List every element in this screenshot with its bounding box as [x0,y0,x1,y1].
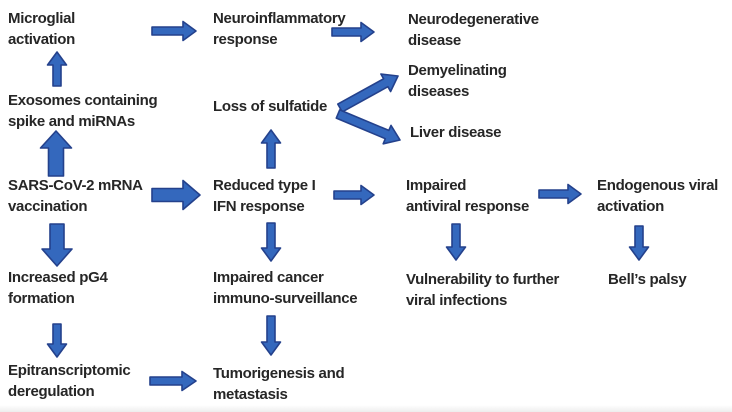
node-epitranscriptomic-deregulation: Epitranscriptomic deregulation [8,362,131,400]
node-demyelinating-diseases: Demyelinating diseases [408,62,507,100]
arrow-epitranscriptomic-to-tumorigenesis-icon [149,370,197,392]
node-microglial-activation: Microglial activation [8,10,76,48]
arrow-reduced-to-impaired-icon [333,184,375,206]
node-vulnerability-viral-infections: Vulnerability to further viral infection… [406,271,560,309]
node-reduced-type-i-ifn-response: Reduced type I IFN response [213,177,316,215]
node-loss-of-sulfatide: Loss of sulfatide [213,98,328,115]
node-neuroinflammatory-response: Neuroinflammatory response [213,10,346,48]
arrow-impaired-to-endogenous-icon [538,183,582,205]
arrow-pg4-to-epitranscriptomic-icon [46,323,68,358]
arrow-neuroinflammatory-to-neurodegenerative-icon [331,21,375,43]
arrow-loss-to-demyelinating-icon [336,73,399,113]
arrow-exosomes-to-microglial-icon [46,51,68,87]
arrow-loss-to-liver-icon [335,109,401,145]
node-neurodegenerative-disease: Neurodegenerative disease [408,11,539,49]
bottom-edge-shading [0,405,732,412]
node-liver-disease: Liver disease [410,124,502,141]
arrow-endogenous-to-bells-icon [628,225,650,261]
node-endogenous-viral-activation: Endogenous viral activation [597,177,719,215]
node-impaired-cancer-immuno-surveillance: Impaired cancer immuno-surveillance [213,269,358,307]
arrow-impaired-to-vulnerability-icon [445,223,467,261]
node-exosomes-spike-mirnas: Exosomes containing spike and miRNAs [8,92,158,130]
arrow-sars-to-pg4-icon [41,223,73,267]
arrow-reduced-to-cancer-icon [260,222,282,262]
node-tumorigenesis-metastasis: Tumorigenesis and metastasis [213,365,345,403]
arrow-sars-to-exosomes-icon [39,130,73,177]
node-impaired-antiviral-response: Impaired antiviral response [406,177,529,215]
node-increased-pg4-formation: Increased pG4 formation [8,269,108,307]
arrow-cancer-to-tumorigenesis-icon [260,315,282,356]
arrow-reduced-to-loss-icon [260,129,282,169]
arrow-microglial-to-neuroinflammatory-icon [151,20,197,42]
arrow-sars-to-reduced-icon [151,179,201,211]
node-bells-palsy: Bell’s palsy [608,271,687,288]
node-sars-cov-2-mrna-vaccination: SARS-CoV-2 mRNA vaccination [8,177,143,215]
